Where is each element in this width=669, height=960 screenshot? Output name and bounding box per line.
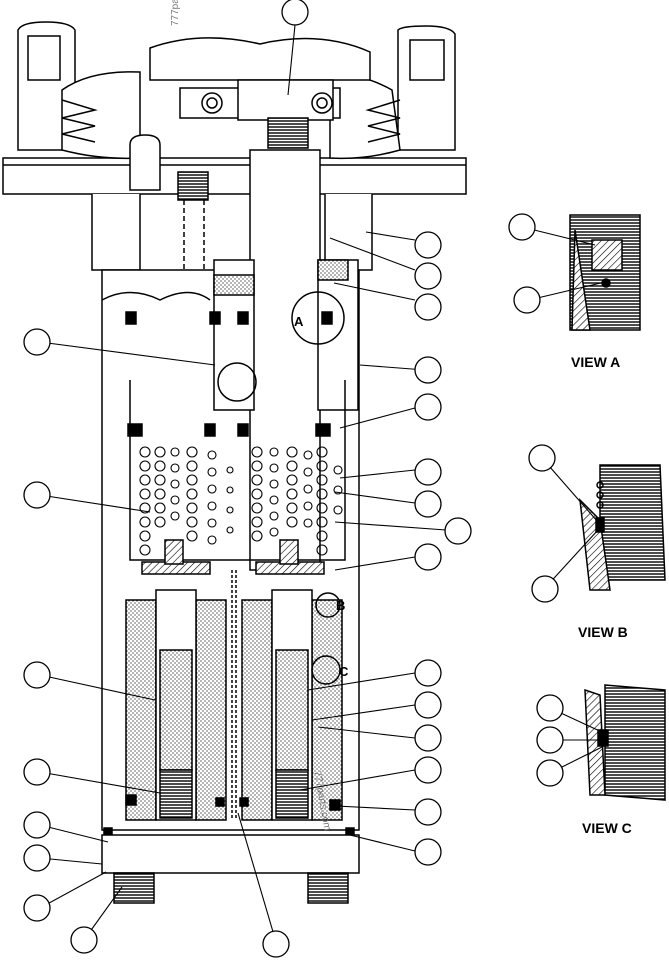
spring-stack-left <box>139 446 234 556</box>
callout-bubble <box>23 328 51 356</box>
callout-bubble <box>23 758 51 786</box>
pilot-valve-bores <box>103 570 355 837</box>
callout-bubble <box>536 694 564 722</box>
callout-bubble <box>23 661 51 689</box>
callout-bubble <box>414 756 442 784</box>
callout-bubble <box>414 798 442 826</box>
section-circle-a <box>291 291 345 345</box>
callout-bubble <box>414 490 442 518</box>
callout-bubble <box>414 356 442 384</box>
callout-bubble <box>414 543 442 571</box>
view-b-label: VIEW B <box>578 624 628 640</box>
callout-bubble <box>444 517 472 545</box>
view-c-label: VIEW C <box>582 820 632 836</box>
mount-bolt <box>129 134 209 300</box>
callout-bubble <box>513 286 541 314</box>
rubber-boot <box>61 37 401 160</box>
callout-bubble <box>414 659 442 687</box>
callout-bubble <box>23 894 51 922</box>
top-mount-plate <box>2 21 467 195</box>
spring-retainer <box>141 539 325 575</box>
callout-bubble <box>414 231 442 259</box>
detail-view-a <box>569 214 641 331</box>
callout-bubble <box>531 575 559 603</box>
callout-bubbles <box>23 0 564 958</box>
section-label-c: C <box>339 664 349 679</box>
callout-bubble <box>414 458 442 486</box>
spring-stack-right <box>251 446 343 556</box>
callout-bubble <box>414 293 442 321</box>
callout-bubble <box>508 213 536 241</box>
callout-bubble <box>414 838 442 866</box>
callout-bubble <box>528 444 556 472</box>
callout-bubble <box>23 811 51 839</box>
base-plate <box>101 834 360 904</box>
callout-bubble <box>23 481 51 509</box>
callout-bubble <box>262 930 290 958</box>
watermark-top: 777parts.com <box>170 0 181 26</box>
callout-bubble <box>414 724 442 752</box>
section-circle-c <box>311 655 341 685</box>
callout-bubble <box>414 393 442 421</box>
callout-bubble <box>281 0 309 26</box>
callout-bubble <box>414 262 442 290</box>
callout-bubble <box>23 844 51 872</box>
detail-view-b <box>579 464 666 591</box>
section-label-a: A <box>294 314 304 329</box>
leader-lines <box>39 24 606 943</box>
section-circle-b <box>315 592 341 618</box>
section-circle-detail <box>217 362 257 402</box>
lever-clamp <box>179 79 341 149</box>
callout-bubble <box>70 926 98 954</box>
callout-bubble <box>536 759 564 787</box>
callout-bubble <box>536 726 564 754</box>
callout-bubble <box>414 691 442 719</box>
detail-view-c <box>584 684 666 801</box>
section-label-b: B <box>336 598 345 613</box>
view-a-label: VIEW A <box>571 354 621 370</box>
